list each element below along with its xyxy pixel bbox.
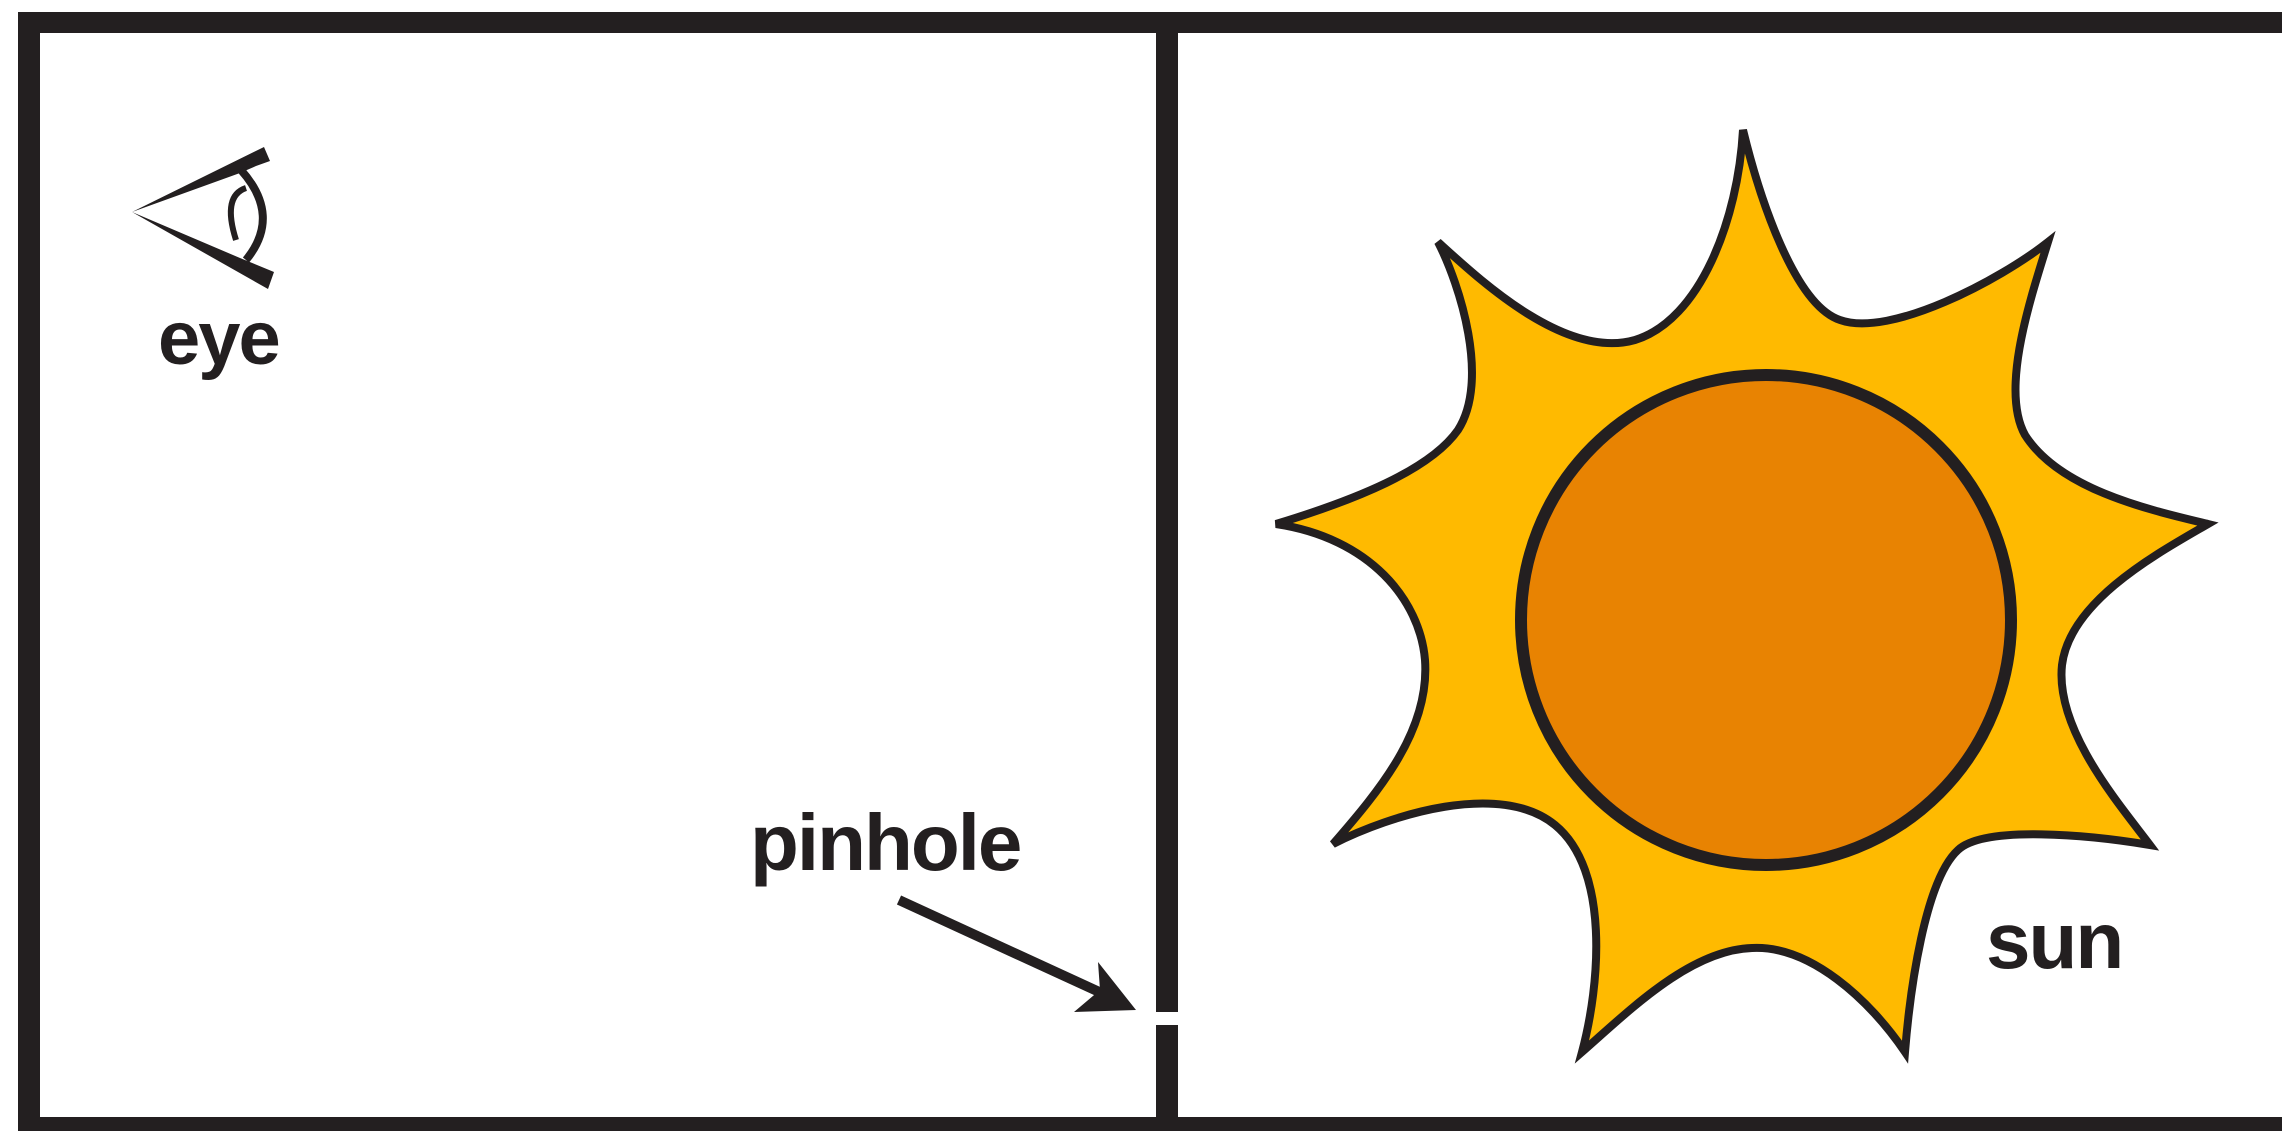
divider-upper xyxy=(1156,22,1178,1012)
pinhole-gap xyxy=(1156,1012,1178,1025)
box-left-wall xyxy=(18,12,40,1131)
sun-disc xyxy=(1521,375,2011,865)
divider-wall xyxy=(1156,22,1178,1125)
sun-label: sun xyxy=(1986,896,2122,985)
box-bottom-wall xyxy=(18,1117,2282,1131)
arrow-shaft xyxy=(899,900,1108,996)
box-top-wall xyxy=(18,12,2282,33)
arrow-icon xyxy=(899,900,1136,1012)
eye-curve xyxy=(241,170,263,260)
eye-icon xyxy=(132,147,274,289)
eye-label: eye xyxy=(158,296,279,381)
pinhole-label: pinhole xyxy=(750,798,1020,887)
divider-lower xyxy=(1156,1025,1178,1125)
eye-iris xyxy=(231,188,246,240)
